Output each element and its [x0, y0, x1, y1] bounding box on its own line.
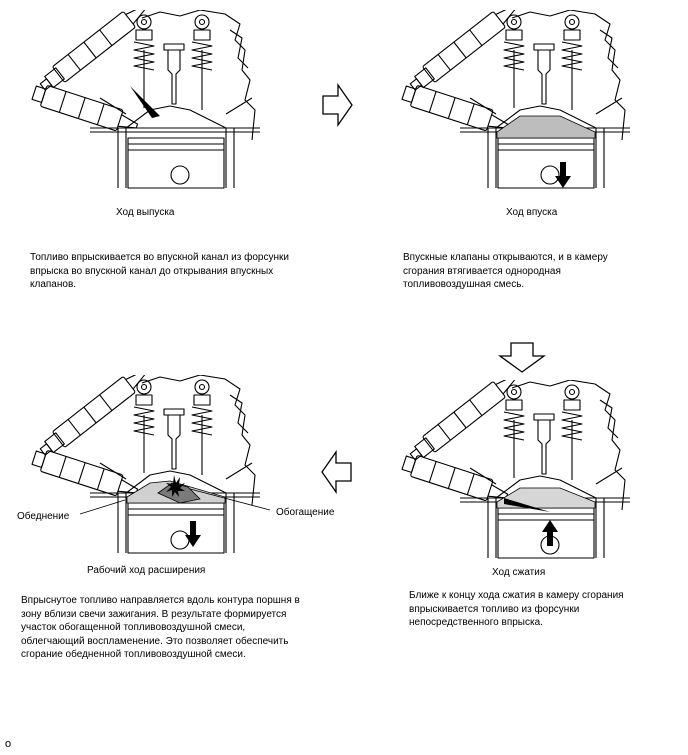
intake-stroke-diagram: [400, 10, 640, 190]
arrow-down-icon: [498, 342, 546, 374]
compression-stroke-caption: Ход сжатия: [492, 566, 545, 579]
power-stroke-text: Впрыснутое топливо направляется вдоль ко…: [21, 594, 311, 662]
power-stroke-caption: Рабочий ход расширения: [87, 564, 205, 577]
arrow-right-icon: [322, 83, 354, 127]
compression-stroke-diagram: [400, 380, 640, 560]
arrow-left-icon: [320, 450, 352, 494]
lean-label: Обеднение: [17, 511, 69, 523]
exhaust-stroke-caption: Ход выпуска: [116, 206, 174, 219]
power-stroke-diagram: [30, 375, 270, 555]
rich-label: Обогащение: [276, 507, 334, 519]
intake-stroke-text: Впускные клапаны открываются, и в камеру…: [403, 251, 643, 292]
compression-stroke-text: Ближе к концу хода сжатия в камеру сгора…: [409, 589, 659, 630]
exhaust-stroke-text: Топливо впрыскивается во впускной канал …: [30, 251, 320, 292]
intake-stroke-caption: Ход впуска: [506, 206, 557, 219]
footer-mark: o: [5, 738, 11, 750]
exhaust-stroke-diagram: [30, 10, 270, 190]
